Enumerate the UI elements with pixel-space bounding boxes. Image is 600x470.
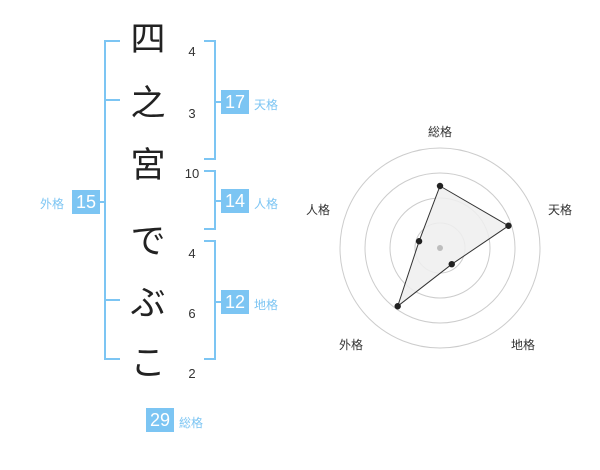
stroke-count-6: 2: [188, 366, 196, 381]
gaikaku-bracket-top: [104, 40, 120, 42]
stroke-count-3: 10: [184, 166, 200, 181]
radar-label-tenkaku: 天格: [548, 203, 573, 217]
radar-label-soukaku: 総格: [428, 125, 453, 139]
jinkaku-connector: [214, 200, 224, 202]
radar-label-jinkaku: 人格: [306, 203, 331, 217]
soukaku-value: 29: [146, 408, 174, 432]
radar-point-3: [448, 260, 455, 268]
name-char-3: 宮: [130, 146, 166, 186]
chikaku-bracket-bottom: [204, 358, 216, 360]
radar-area: [396, 185, 510, 308]
name-char-5: ぶ: [130, 284, 166, 324]
chikaku-value: 12: [221, 290, 249, 314]
jinkaku-label: 人格: [254, 197, 279, 211]
stroke-count-5: 6: [188, 306, 196, 321]
soukaku-label: 総格: [179, 416, 204, 430]
jinkaku-bracket-bottom: [204, 228, 216, 230]
tenkaku-label: 天格: [254, 98, 279, 112]
gaikaku-bracket-vertical: [104, 40, 106, 360]
gaikaku-value: 15: [72, 190, 100, 214]
gaikaku-bracket-tick-2: [104, 299, 120, 301]
jinkaku-bracket-top: [204, 170, 216, 172]
radar-ring-4: [339, 147, 541, 349]
chikaku-bracket-top: [204, 240, 216, 242]
radar-point-2: [505, 222, 512, 229]
stroke-count-1: 4: [188, 44, 196, 59]
radar-point-4: [394, 303, 401, 310]
radar-points: [394, 182, 512, 310]
name-char-6: こ: [130, 344, 166, 384]
stroke-count-4: 4: [188, 246, 196, 261]
radar-label-gaikaku: 外格: [339, 338, 364, 352]
tenkaku-bracket-vertical: [214, 40, 216, 160]
gaikaku-bracket-bottom: [104, 358, 120, 360]
gaikaku-connector: [96, 201, 106, 203]
radar-label-chikaku: 地格: [511, 338, 536, 352]
chikaku-connector: [214, 301, 224, 303]
chikaku-label: 地格: [254, 298, 279, 312]
gaikaku-bracket-tick-1: [104, 99, 120, 101]
radar-ring-3: [364, 172, 516, 324]
tenkaku-bracket-bottom: [204, 158, 216, 160]
radar-center-point: [437, 245, 443, 251]
stroke-count-2: 3: [188, 106, 196, 121]
chikaku-bracket-vertical: [214, 240, 216, 360]
tenkaku-connector: [214, 101, 224, 103]
radar-point-5: [415, 238, 423, 245]
tenkaku-bracket-top: [204, 40, 216, 42]
tenkaku-value: 17: [221, 90, 249, 114]
name-char-2: 之: [130, 84, 166, 124]
radar-point-1: [436, 182, 444, 190]
jinkaku-value: 14: [221, 189, 249, 213]
gaikaku-label: 外格: [40, 197, 65, 211]
name-char-1: 四: [130, 20, 166, 60]
name-char-4: で: [130, 222, 166, 262]
